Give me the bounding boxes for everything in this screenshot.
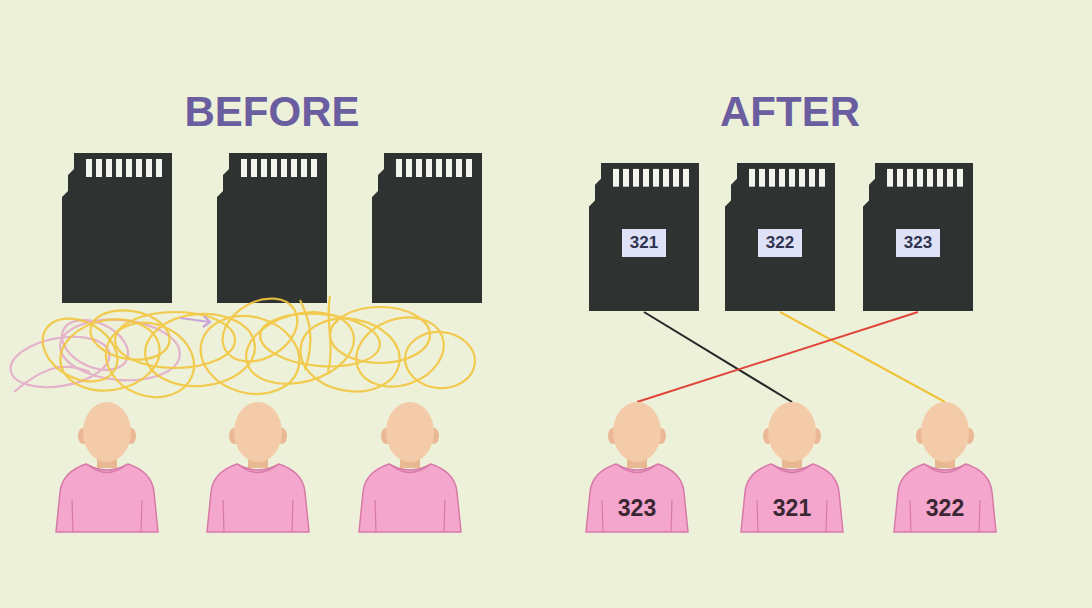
before-cards	[62, 153, 482, 303]
person-figure	[56, 402, 158, 532]
card-shape	[863, 163, 973, 311]
before-people	[56, 402, 461, 532]
card-number: 323	[896, 229, 940, 257]
card-shape	[589, 163, 699, 311]
sd-card	[62, 153, 172, 303]
person-shape	[894, 402, 996, 532]
shirt-number: 322	[926, 495, 964, 521]
sd-card: 321	[589, 163, 699, 311]
card-shape	[725, 163, 835, 311]
sd-card: 323	[863, 163, 973, 311]
sd-card	[217, 153, 327, 303]
person-figure	[359, 402, 461, 532]
person-figure: 322	[890, 400, 1000, 532]
connector-line	[637, 312, 918, 402]
heading: AFTER	[590, 88, 990, 136]
person-shape	[586, 402, 688, 532]
card-number: 322	[758, 229, 802, 257]
shirt-number: 321	[773, 495, 811, 521]
shirt-number: 323	[618, 495, 656, 521]
heading: BEFORE	[72, 88, 472, 136]
connector-line	[780, 312, 945, 402]
sd-card	[372, 153, 482, 303]
person-figure: 321	[737, 400, 847, 532]
sd-card: 322	[725, 163, 835, 311]
person-shape	[741, 402, 843, 532]
card-number: 321	[622, 229, 666, 257]
person-figure	[207, 402, 309, 532]
tangled-scribble	[7, 286, 478, 409]
person-figure: 323	[582, 400, 692, 532]
connector-line	[644, 312, 792, 402]
